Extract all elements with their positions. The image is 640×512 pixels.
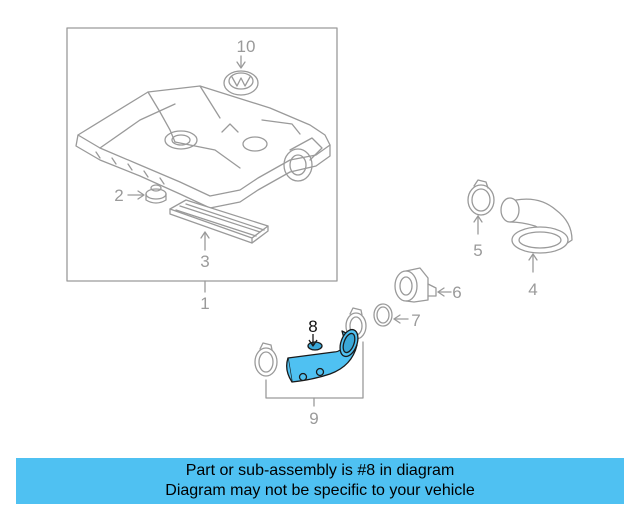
seal-ring-part — [373, 303, 409, 327]
callout-10: 10 — [237, 37, 256, 56]
callout-6: 6 — [452, 283, 461, 302]
part-info-banner: Part or sub-assembly is #8 in diagram Di… — [16, 458, 624, 504]
airflow-sensor-part — [394, 267, 452, 303]
callout-2: 2 — [114, 186, 123, 205]
filter-element-part — [169, 199, 269, 251]
callout-5: 5 — [473, 241, 482, 260]
callout-4: 4 — [528, 280, 537, 299]
callout-3: 3 — [200, 252, 209, 271]
emblem-part — [223, 55, 259, 96]
engine-cover-assembly-box — [66, 27, 338, 282]
engine-cover-part — [75, 85, 331, 209]
grommet-part — [127, 184, 167, 204]
hose-clamp-part-5 — [467, 179, 495, 235]
intake-duct-part — [500, 197, 573, 273]
callout-7: 7 — [411, 311, 420, 330]
callout-9: 9 — [309, 409, 318, 428]
banner-line-1: Part or sub-assembly is #8 in diagram — [185, 462, 455, 479]
callout-1: 1 — [200, 294, 209, 313]
air-hose-part-highlighted — [286, 328, 359, 383]
banner-line-2: Diagram may not be specific to your vehi… — [165, 482, 475, 499]
hose-clamp-part-9a — [254, 342, 278, 377]
callout-8: 8 — [308, 317, 317, 336]
